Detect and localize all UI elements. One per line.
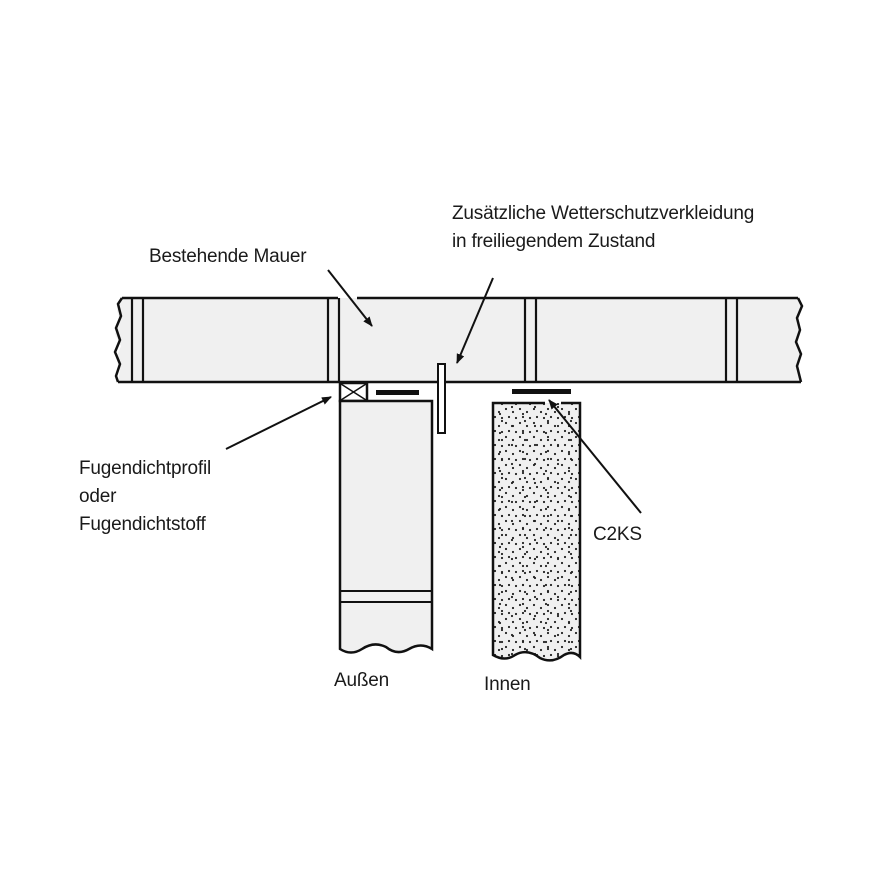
- label-joint-seal-line3: Fugendichtstoff: [79, 514, 206, 535]
- label-weather-cladding-line2: in freiliegendem Zustand: [452, 231, 656, 252]
- joint-seal-symbol: [338, 381, 369, 403]
- label-joint-seal-line2: oder: [79, 486, 117, 507]
- leader-arrows: [225, 269, 642, 514]
- arrow-existing-wall: [327, 269, 373, 327]
- label-outside: Außen: [334, 670, 389, 691]
- label-c2ks: C2KS: [593, 524, 642, 545]
- c2ks-bar: [512, 389, 571, 394]
- arrow-weather-cladding: [456, 277, 494, 364]
- label-weather-cladding-line1: Zusätzliche Wetterschutzverkleidung: [452, 203, 755, 224]
- weather-cladding-plate: [437, 363, 446, 434]
- inside-wall-leaf: [491, 401, 582, 662]
- mortar-joints: [130, 298, 739, 382]
- label-existing-wall: Bestehende Mauer: [149, 246, 307, 267]
- label-joint-seal-line1: Fugendichtprofil: [79, 458, 211, 479]
- label-inside: Innen: [484, 674, 531, 695]
- arrow-c2ks: [548, 399, 642, 514]
- existing-wall: [113, 296, 804, 384]
- tie-bar-outside: [376, 390, 419, 395]
- arrow-joint-seal: [225, 396, 332, 450]
- outside-wall-leaf: [338, 399, 434, 654]
